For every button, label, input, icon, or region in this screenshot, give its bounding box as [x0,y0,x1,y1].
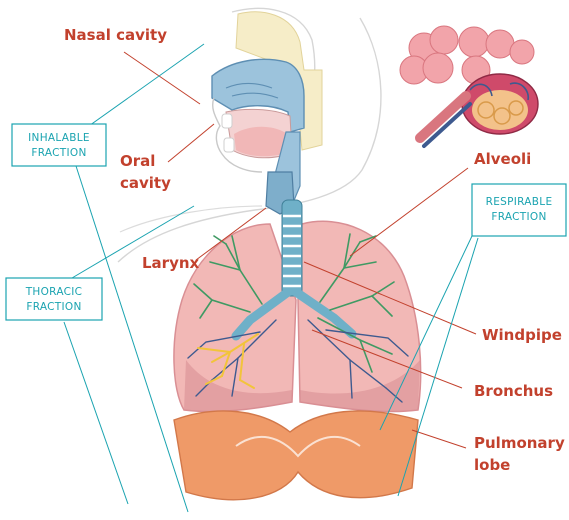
trachea [282,200,302,296]
respirable-fraction-box [472,184,566,236]
oral-cavity-label-line1: Oral [120,152,155,170]
alveoli-illustration [400,26,538,146]
thoracic-fraction-box [6,278,102,320]
respirable-fraction-line2: FRACTION [491,211,546,223]
nasal-cavity-label: Nasal cavity [64,26,167,44]
upper-teeth [222,114,232,128]
inhalable-bottom-line [76,166,188,512]
inhalable-top-line [86,44,204,128]
lower-teeth [224,138,234,152]
thoracic-fraction-line1: THORACIC [25,286,83,298]
pulmonary-lobe-label-line2: lobe [474,456,510,474]
pulmonary-lobe-label-line1: Pulmonary [474,434,565,452]
nasal-cavity-leader [124,52,200,104]
alveoli-label: Alveoli [474,150,531,168]
thoracic-fraction-line2: FRACTION [26,301,81,313]
inhalable-fraction-line1: INHALABLE [28,132,90,144]
inhalable-fraction-line2: FRACTION [31,147,86,159]
pulmonary-lobe-leader [412,430,466,448]
thoracic-bottom-line [64,322,128,504]
alveoli-leader [350,168,468,256]
diaphragm [174,411,418,500]
oral-cavity-leader [168,124,214,162]
respirable-fraction-line1: RESPIRABLE [486,196,553,208]
inhalable-fraction-box [12,124,106,166]
bronchus-label: Bronchus [474,382,553,400]
windpipe-label: Windpipe [482,326,562,344]
larynx-label: Larynx [142,254,200,272]
oral-cavity-label-line2: cavity [120,174,171,192]
shoulder-outline [120,206,262,232]
